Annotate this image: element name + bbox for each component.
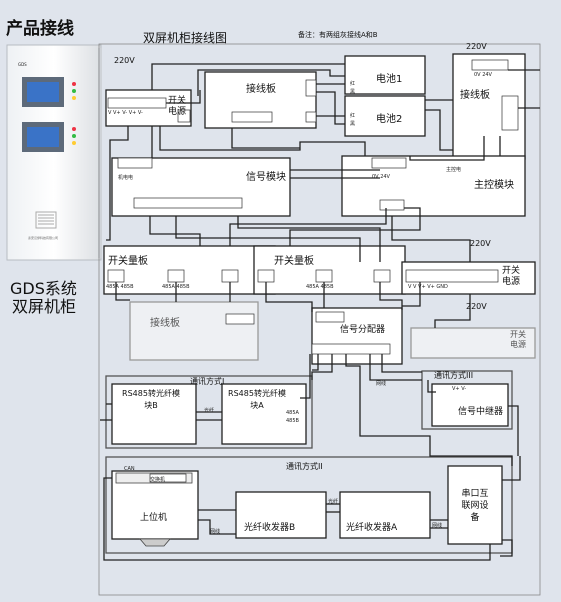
volt-220-1: 220V [114, 56, 135, 65]
label-fiber-2: 光纤 [328, 499, 339, 505]
group-comm3: 通讯方式III [434, 371, 474, 380]
label-red-1: 红 [350, 81, 356, 87]
diagram-title: 双屏机柜接线图 [143, 31, 228, 45]
box-rs485-b: RS485转光纤模块B [122, 389, 180, 410]
cabinet-brand: GDS [18, 62, 27, 67]
label-485-2: 485A 485B [162, 284, 190, 290]
label-network-2: 网线 [432, 523, 443, 529]
box-serial-net: 串口互联网设备 [461, 489, 489, 523]
box-fiber-b: 光纤收发器B [244, 523, 296, 533]
label-red-2: 红 [350, 113, 356, 119]
box-fiber-a: 光纤收发器A [346, 523, 398, 533]
label-485-3: 485A 485B [306, 284, 334, 290]
label-485-1: 485A 485B [106, 284, 134, 290]
product-name-2: 双屏机柜 [12, 297, 77, 316]
label-dc-out: V V V+ V+ GND [408, 284, 448, 290]
volt-220-4: 220V [466, 302, 487, 311]
label-dc24-1: 0V 24V [372, 174, 390, 180]
label-can: CAN [124, 466, 135, 472]
label-out-a: 485A [286, 410, 299, 416]
box-switch-qty-2: 开关量板 [274, 256, 314, 267]
label-network-1: 网线 [210, 529, 221, 535]
box-repeater: 信号中继器 [458, 407, 504, 417]
box-battery2: 电池2 [376, 114, 403, 125]
box-terminal-board: 接线板 [246, 84, 276, 95]
diagram-note: 备注：有两组灰接线A和B [298, 31, 378, 39]
label-out-b: 485B [286, 418, 299, 424]
box-switch-psu: 开关电源 [168, 96, 187, 117]
box-terminal-board-gray: 接线板 [150, 318, 180, 329]
box-signal-distributor: 信号分配器 [340, 325, 386, 335]
box-rs485-a: RS485转光纤模块A [228, 389, 286, 410]
volt-220-2: 220V [466, 42, 487, 51]
box-switch-qty-1: 开关量板 [108, 256, 148, 267]
box-host-pc: 上位机 [140, 513, 168, 523]
box-switch-psu-2: 开关电源 [502, 266, 521, 287]
product-heading: 产品接线 [6, 19, 74, 39]
group-comm1: 通讯方式I [190, 377, 225, 386]
box-signal-module: 信号模块 [246, 172, 286, 183]
cabinet-footer: 泰安汉伊科技有限公司 [28, 236, 59, 240]
label-black-2: 黑 [350, 121, 356, 127]
box-switch-psu-3: 开关电源 [510, 330, 526, 349]
box-terminal-board-right: 接线板 [460, 90, 490, 101]
label-fiber-1: 光纤 [204, 408, 215, 414]
label-main-power: 主控电 [446, 167, 462, 173]
box-battery1: 电池1 [376, 74, 403, 85]
label-black-1: 黑 [350, 89, 356, 95]
label-machine-power: 机电电 [118, 175, 134, 181]
cabinet-illustration [6, 44, 102, 261]
label-exchanger: 交换机 [150, 477, 166, 483]
label-vv: V V+ V- V+ V- [108, 110, 143, 116]
group-comm2: 通讯方式II [286, 462, 323, 471]
label-dc24-2: 0V 24V [474, 72, 492, 78]
volt-220-3: 220V [470, 239, 491, 248]
box-main-control: 主控模块 [474, 180, 514, 191]
label-network-3: 网线 [376, 381, 387, 387]
product-name-1: GDS系统 [10, 279, 77, 298]
label-term1: V+ V- [452, 386, 467, 392]
